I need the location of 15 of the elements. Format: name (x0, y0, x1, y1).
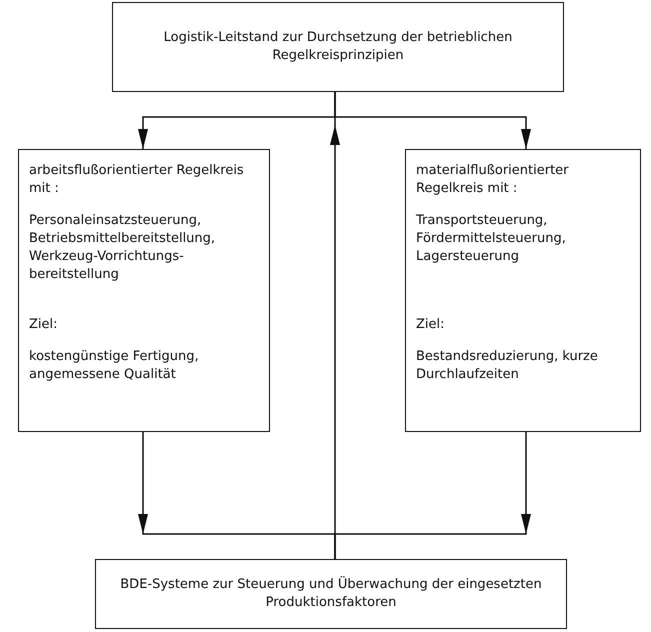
box-text: Logistik-Leitstand zur Durchsetzung der betrieblichen Regelkreisprinzipien (162, 29, 514, 65)
box-text: materialflußorientierter Regelkreis mit : (416, 162, 570, 198)
text-box (405, 149, 641, 432)
box-text: BDE-Systeme zur Steuerung und Überwachung der eingesetzten Produktionsfaktoren (119, 576, 543, 612)
arrow (334, 432, 531, 559)
box-text: Bestandsreduzierung, kurze Durchlaufzeiten (416, 348, 599, 384)
text-box (112, 2, 564, 92)
box-text: Transportsteuerung, Fördermittelsteuerung, Lagersteuerung (416, 212, 567, 266)
text-box (18, 149, 270, 432)
box-text: arbeitsflußorientierter Regelkreis mit : (29, 162, 245, 198)
box-text: Personaleinsatzsteuerung, Betriebsmittelbereitstellung, Werkzeug-Vorrichtungs-bereitstellung (29, 212, 216, 284)
text-box (95, 559, 567, 629)
box-text: Ziel: (29, 316, 59, 334)
box-text: Ziel: (416, 316, 446, 334)
box-text: kostengünstige Fertigung, angemessene Qualität (29, 348, 200, 384)
